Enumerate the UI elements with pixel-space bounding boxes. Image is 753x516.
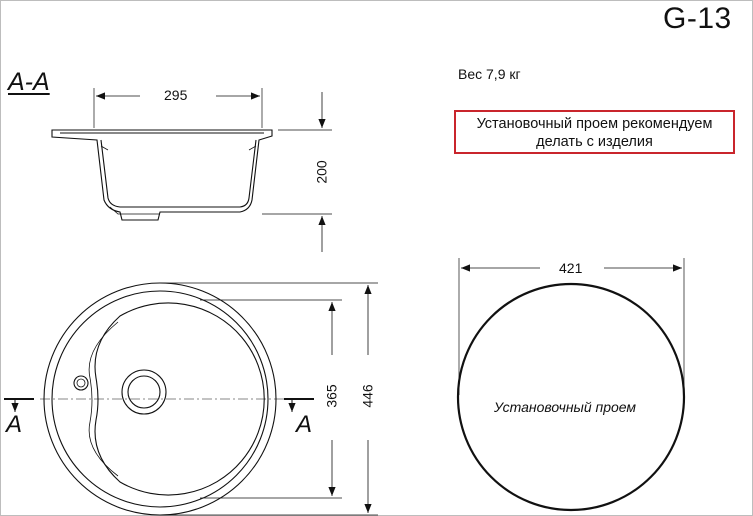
sink-inner-rim	[51, 290, 269, 508]
section-title: А-А	[8, 68, 50, 96]
section-view	[51, 88, 332, 252]
section-marker-left: А	[6, 411, 23, 438]
plan-view	[4, 282, 378, 516]
section-marker-right: А	[296, 411, 313, 438]
drain-inner	[127, 375, 161, 409]
sink-outer-profile	[51, 129, 273, 221]
dim-446-label: 446	[359, 384, 376, 408]
dim-421-label: 421	[559, 260, 583, 276]
overflow-hole	[73, 375, 89, 391]
cutout-view	[456, 258, 686, 512]
sink-inner-profile	[60, 132, 264, 208]
model-code: G-13	[663, 2, 732, 35]
dim-295-label: 295	[164, 87, 188, 103]
drainboard-edge	[88, 321, 119, 477]
notice-line-2: делать с изделия	[536, 134, 653, 150]
cutout-circle	[456, 282, 686, 512]
sink-wall-detail	[100, 145, 257, 215]
notice-line-1: Установочный проем рекомендуем	[476, 116, 713, 132]
drain-outer	[121, 369, 167, 415]
weight-label: Вес 7,9 кг	[458, 66, 521, 82]
sink-bowl	[94, 302, 265, 496]
dim-200-label: 200	[313, 160, 330, 184]
installation-notice: Установочный проем рекомендуем делать с …	[454, 110, 735, 154]
dim-365-label: 365	[323, 384, 340, 408]
cutout-label: Установочный проем	[494, 399, 637, 415]
